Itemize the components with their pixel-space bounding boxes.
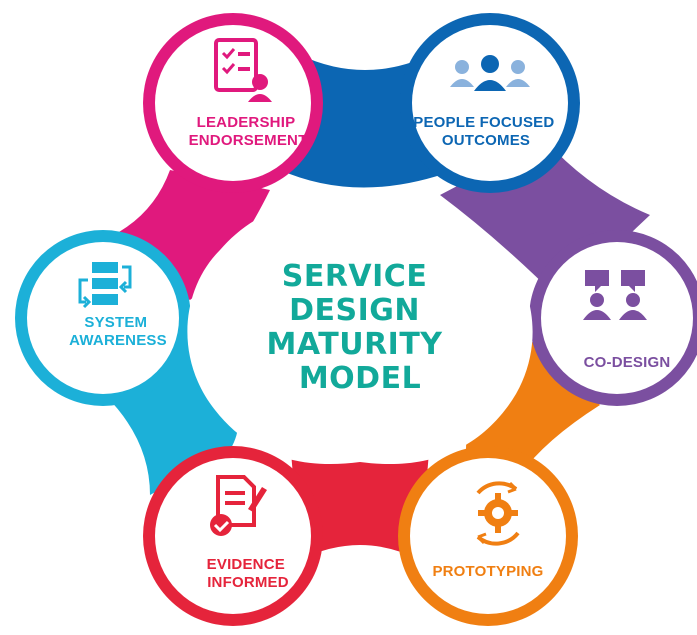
center-shape [187,200,533,465]
label-codesign: CO-DESIGN [584,354,671,371]
face-codesign [541,242,693,394]
band-codesign-to-prototyping [466,340,600,475]
system-flow-icon [78,262,132,309]
face-prototyping [410,458,566,614]
label-leadership: LEADERSHIP ENDORSEMENT [189,114,308,149]
gear-cycle-icon [476,481,520,546]
face-system [27,242,179,394]
label-people: PEOPLE FOCUSED OUTCOMES [413,114,559,149]
node-faces [27,25,693,614]
label-system: SYSTEM AWARENESS [69,314,167,349]
label-prototyping: PROTOTYPING [432,563,543,580]
face-people [412,25,568,181]
diagram-title: SERVICE DESIGN MATURITY MODEL [267,259,454,396]
checklist-person-icon [214,38,272,102]
document-check-icon [210,475,267,536]
face-leadership [155,25,311,181]
people-group-icon [450,55,530,91]
face-evidence [155,458,311,614]
label-evidence: EVIDENCE INFORMED [207,556,290,591]
two-people-speech-icon [583,270,647,320]
